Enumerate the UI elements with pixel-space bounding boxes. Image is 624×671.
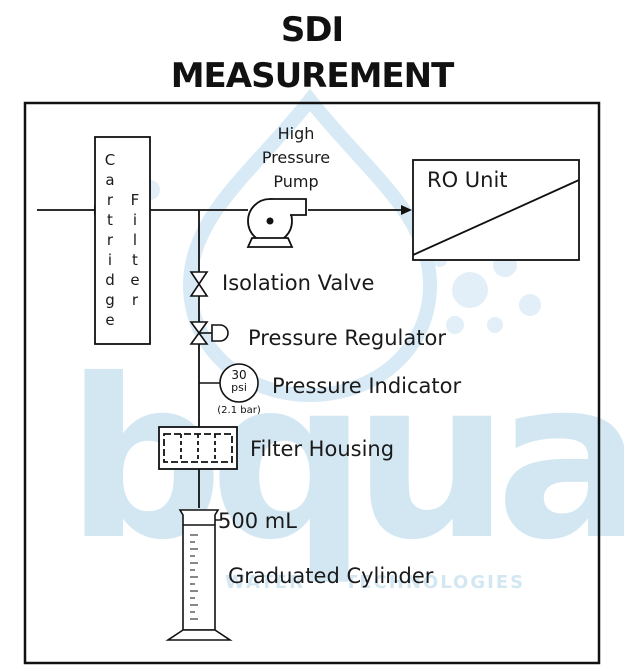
watermark-tagline-right: TECHNOLOGIES bbox=[345, 572, 526, 593]
isolation-valve-icon bbox=[189, 271, 209, 297]
pump-label-line-2: Pressure bbox=[261, 148, 331, 167]
cartridge-letter-1: a bbox=[105, 171, 115, 189]
filter-housing-label: Filter Housing bbox=[250, 437, 395, 461]
filter-letter-5: r bbox=[131, 291, 139, 309]
ro-unit-label: RO Unit bbox=[427, 168, 508, 192]
pump-label-line-3: Pump bbox=[273, 172, 319, 191]
cartridge-letter-7: g bbox=[105, 291, 115, 309]
cartridge-filter-box bbox=[94, 136, 151, 345]
pressure-regulator-label: Pressure Regulator bbox=[248, 326, 446, 350]
pump-label-line-1: High bbox=[277, 124, 315, 143]
title-line-1: SDI bbox=[280, 10, 344, 50]
filter-letter-2: l bbox=[132, 231, 138, 249]
filter-letter-3: t bbox=[132, 251, 138, 269]
ro-inlet-arrowhead bbox=[401, 205, 412, 215]
isolation-valve-label: Isolation Valve bbox=[222, 271, 375, 295]
filter-letter-4: e bbox=[130, 271, 140, 289]
gauge-unit: psi bbox=[231, 381, 247, 394]
cartridge-letter-5: i bbox=[107, 251, 113, 269]
watermark-tagline-left: WATER bbox=[225, 572, 306, 593]
cartridge-letter-0: C bbox=[104, 151, 116, 169]
title-line-2: MEASUREMENT bbox=[170, 56, 455, 96]
ro-membrane-line bbox=[412, 179, 580, 256]
filter-letter-0: F bbox=[130, 191, 140, 209]
diagram-frame bbox=[23, 101, 601, 665]
cartridge-letter-4: r bbox=[106, 231, 114, 249]
gauge-bar: (2.1 bar) bbox=[217, 405, 261, 416]
pump-icon bbox=[246, 198, 307, 248]
filter-letter-1: i bbox=[132, 211, 138, 229]
watermark-drop bbox=[182, 88, 438, 403]
gauge-value: 30 bbox=[231, 368, 247, 382]
volume-label: 500 mL bbox=[218, 509, 297, 533]
cartridge-letter-3: t bbox=[107, 211, 113, 229]
graduated-cylinder-label: Graduated Cylinder bbox=[228, 564, 434, 588]
pressure-indicator-label: Pressure Indicator bbox=[272, 374, 462, 398]
pressure-regulator-icon bbox=[189, 321, 229, 345]
cylinder-graduations bbox=[190, 534, 198, 620]
pump-label: High Pressure Pump bbox=[236, 122, 356, 194]
filter-housing-icon bbox=[158, 426, 238, 470]
cartridge-letter-6: d bbox=[105, 271, 115, 289]
graduated-cylinder-icon bbox=[165, 509, 233, 641]
cartridge-letter-8: e bbox=[105, 311, 115, 329]
cartridge-letter-2: r bbox=[106, 191, 114, 209]
